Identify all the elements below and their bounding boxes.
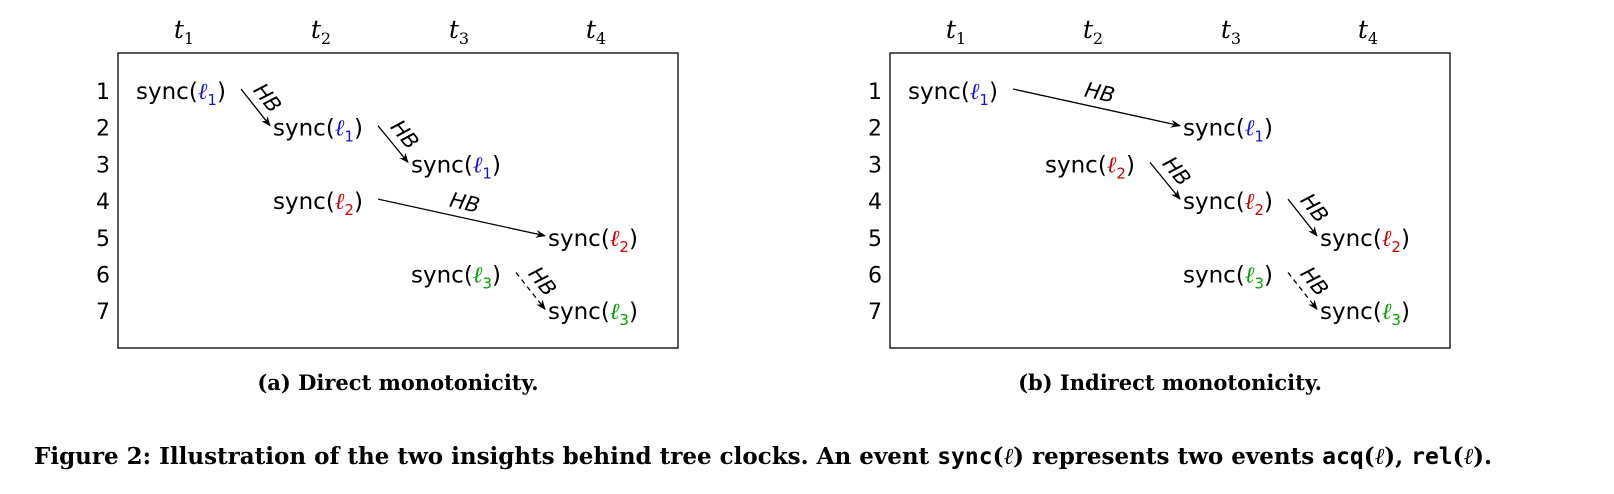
lock-symbol: ℓ xyxy=(1375,444,1385,470)
hb-arrow xyxy=(515,272,546,310)
sync-event: sync(ℓ1) xyxy=(411,152,501,182)
hb-arrow xyxy=(377,198,546,238)
hb-label: HB xyxy=(386,115,424,154)
panel-caption: (a) Direct monotonicity. xyxy=(257,370,538,395)
sync-event: sync(ℓ2) xyxy=(273,189,363,219)
row-number: 3 xyxy=(868,153,882,178)
row-number: 5 xyxy=(868,227,882,252)
lock-symbol: ℓ xyxy=(1003,444,1013,470)
svg-text:Figure 2: Illustration of the: Figure 2: Illustration of the two insigh… xyxy=(34,443,1492,470)
hb-label: HB xyxy=(1296,262,1334,301)
figure-caption-middle: represents two events xyxy=(1024,443,1322,470)
row-number: 7 xyxy=(868,300,882,325)
sync-event: sync(ℓ2) xyxy=(1045,152,1135,182)
thread-header: t4 xyxy=(586,15,606,48)
sync-code: sync xyxy=(937,444,992,470)
thread-header: t4 xyxy=(1358,15,1378,48)
sync-event: sync(ℓ1) xyxy=(273,116,363,146)
row-number: 4 xyxy=(868,190,882,215)
sync-event: sync(ℓ3) xyxy=(411,263,501,293)
row-number: 5 xyxy=(96,227,110,252)
thread-header: t3 xyxy=(1221,15,1241,48)
figure-caption-end: . xyxy=(1484,443,1492,470)
sync-event: sync(ℓ2) xyxy=(548,226,638,256)
panel-a: t1 t2 t3 t4 1 2 3 4 5 6 7 sync(ℓ1) sync(ℓ1) sync(ℓ1) s… xyxy=(96,15,679,395)
thread-header: t2 xyxy=(311,15,331,48)
panel-b: t1 t2 t3 t4 1 2 3 4 5 6 7 sync(ℓ1) sync(ℓ1) sync(ℓ2) s… xyxy=(868,15,1451,395)
thread-header: t2 xyxy=(1083,15,1103,48)
panel-caption: (b) Indirect monotonicity. xyxy=(1018,370,1322,395)
thread-header: t1 xyxy=(946,15,966,48)
hb-label: HB xyxy=(1082,78,1117,108)
figure-caption: Figure 2: Illustration of the two insigh… xyxy=(34,443,1492,470)
sync-event: sync(ℓ2) xyxy=(1183,189,1273,219)
sync-event: sync(ℓ3) xyxy=(1183,263,1273,293)
sync-event: sync(ℓ1) xyxy=(1183,116,1273,146)
row-number: 1 xyxy=(868,80,882,105)
row-number: 1 xyxy=(96,80,110,105)
row-number: 6 xyxy=(868,264,882,289)
figure-caption-comma: , xyxy=(1395,443,1411,470)
thread-header: t3 xyxy=(449,15,469,48)
hb-arrow xyxy=(1149,161,1181,200)
row-number: 2 xyxy=(868,117,882,142)
hb-arrow xyxy=(377,125,409,164)
row-number: 4 xyxy=(96,190,110,215)
row-number: 7 xyxy=(96,300,110,325)
thread-header: t1 xyxy=(174,15,194,48)
panel-frame xyxy=(889,52,1451,349)
hb-label: HB xyxy=(1158,152,1196,191)
row-number: 2 xyxy=(96,117,110,142)
lock-symbol: ℓ xyxy=(1464,444,1474,470)
hb-arrow xyxy=(1287,198,1318,237)
sync-event: sync(ℓ3) xyxy=(1320,299,1410,329)
sync-event: sync(ℓ1) xyxy=(136,79,226,109)
hb-arrow xyxy=(1287,272,1318,310)
row-number: 6 xyxy=(96,264,110,289)
sync-event: sync(ℓ1) xyxy=(908,79,998,109)
sync-event: sync(ℓ2) xyxy=(1320,226,1410,256)
panel-frame xyxy=(117,52,679,349)
hb-arrow xyxy=(1012,88,1181,128)
acq-code: acq xyxy=(1322,444,1364,470)
hb-arrow xyxy=(240,88,271,127)
hb-label: HB xyxy=(249,79,287,118)
hb-label: HB xyxy=(1296,189,1334,228)
row-number: 3 xyxy=(96,153,110,178)
hb-label: HB xyxy=(524,262,562,301)
sync-event: sync(ℓ3) xyxy=(548,299,638,329)
figure-caption-prefix: Figure 2: Illustration of the two insigh… xyxy=(34,443,937,470)
rel-code: rel xyxy=(1411,444,1453,470)
hb-label: HB xyxy=(447,188,482,218)
